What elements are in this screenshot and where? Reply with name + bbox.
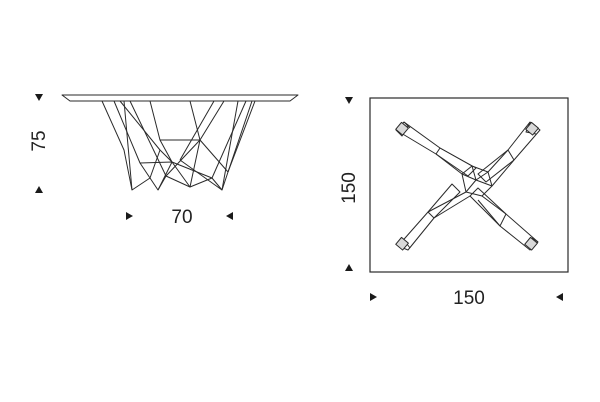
depth-label: 70 <box>171 207 192 228</box>
side-view-base <box>101 100 256 191</box>
top-width-label: 150 <box>453 288 485 309</box>
height-arrow-bottom <box>35 186 43 193</box>
side-view-tabletop <box>61 94 299 102</box>
top-depth-arrow-bottom <box>345 264 353 271</box>
top-depth-arrow-top <box>345 97 353 104</box>
top-view-base <box>395 121 541 251</box>
depth-arrow-right <box>226 212 233 220</box>
top-width-arrow-right <box>556 293 563 301</box>
side-view: 75 70 <box>29 94 299 228</box>
top-view: 150 150 <box>339 97 569 309</box>
top-width-arrow-left <box>370 293 377 301</box>
height-label: 75 <box>29 130 50 151</box>
top-depth-label: 150 <box>339 172 360 204</box>
depth-arrow-left <box>126 212 133 220</box>
height-arrow-top <box>35 94 43 101</box>
